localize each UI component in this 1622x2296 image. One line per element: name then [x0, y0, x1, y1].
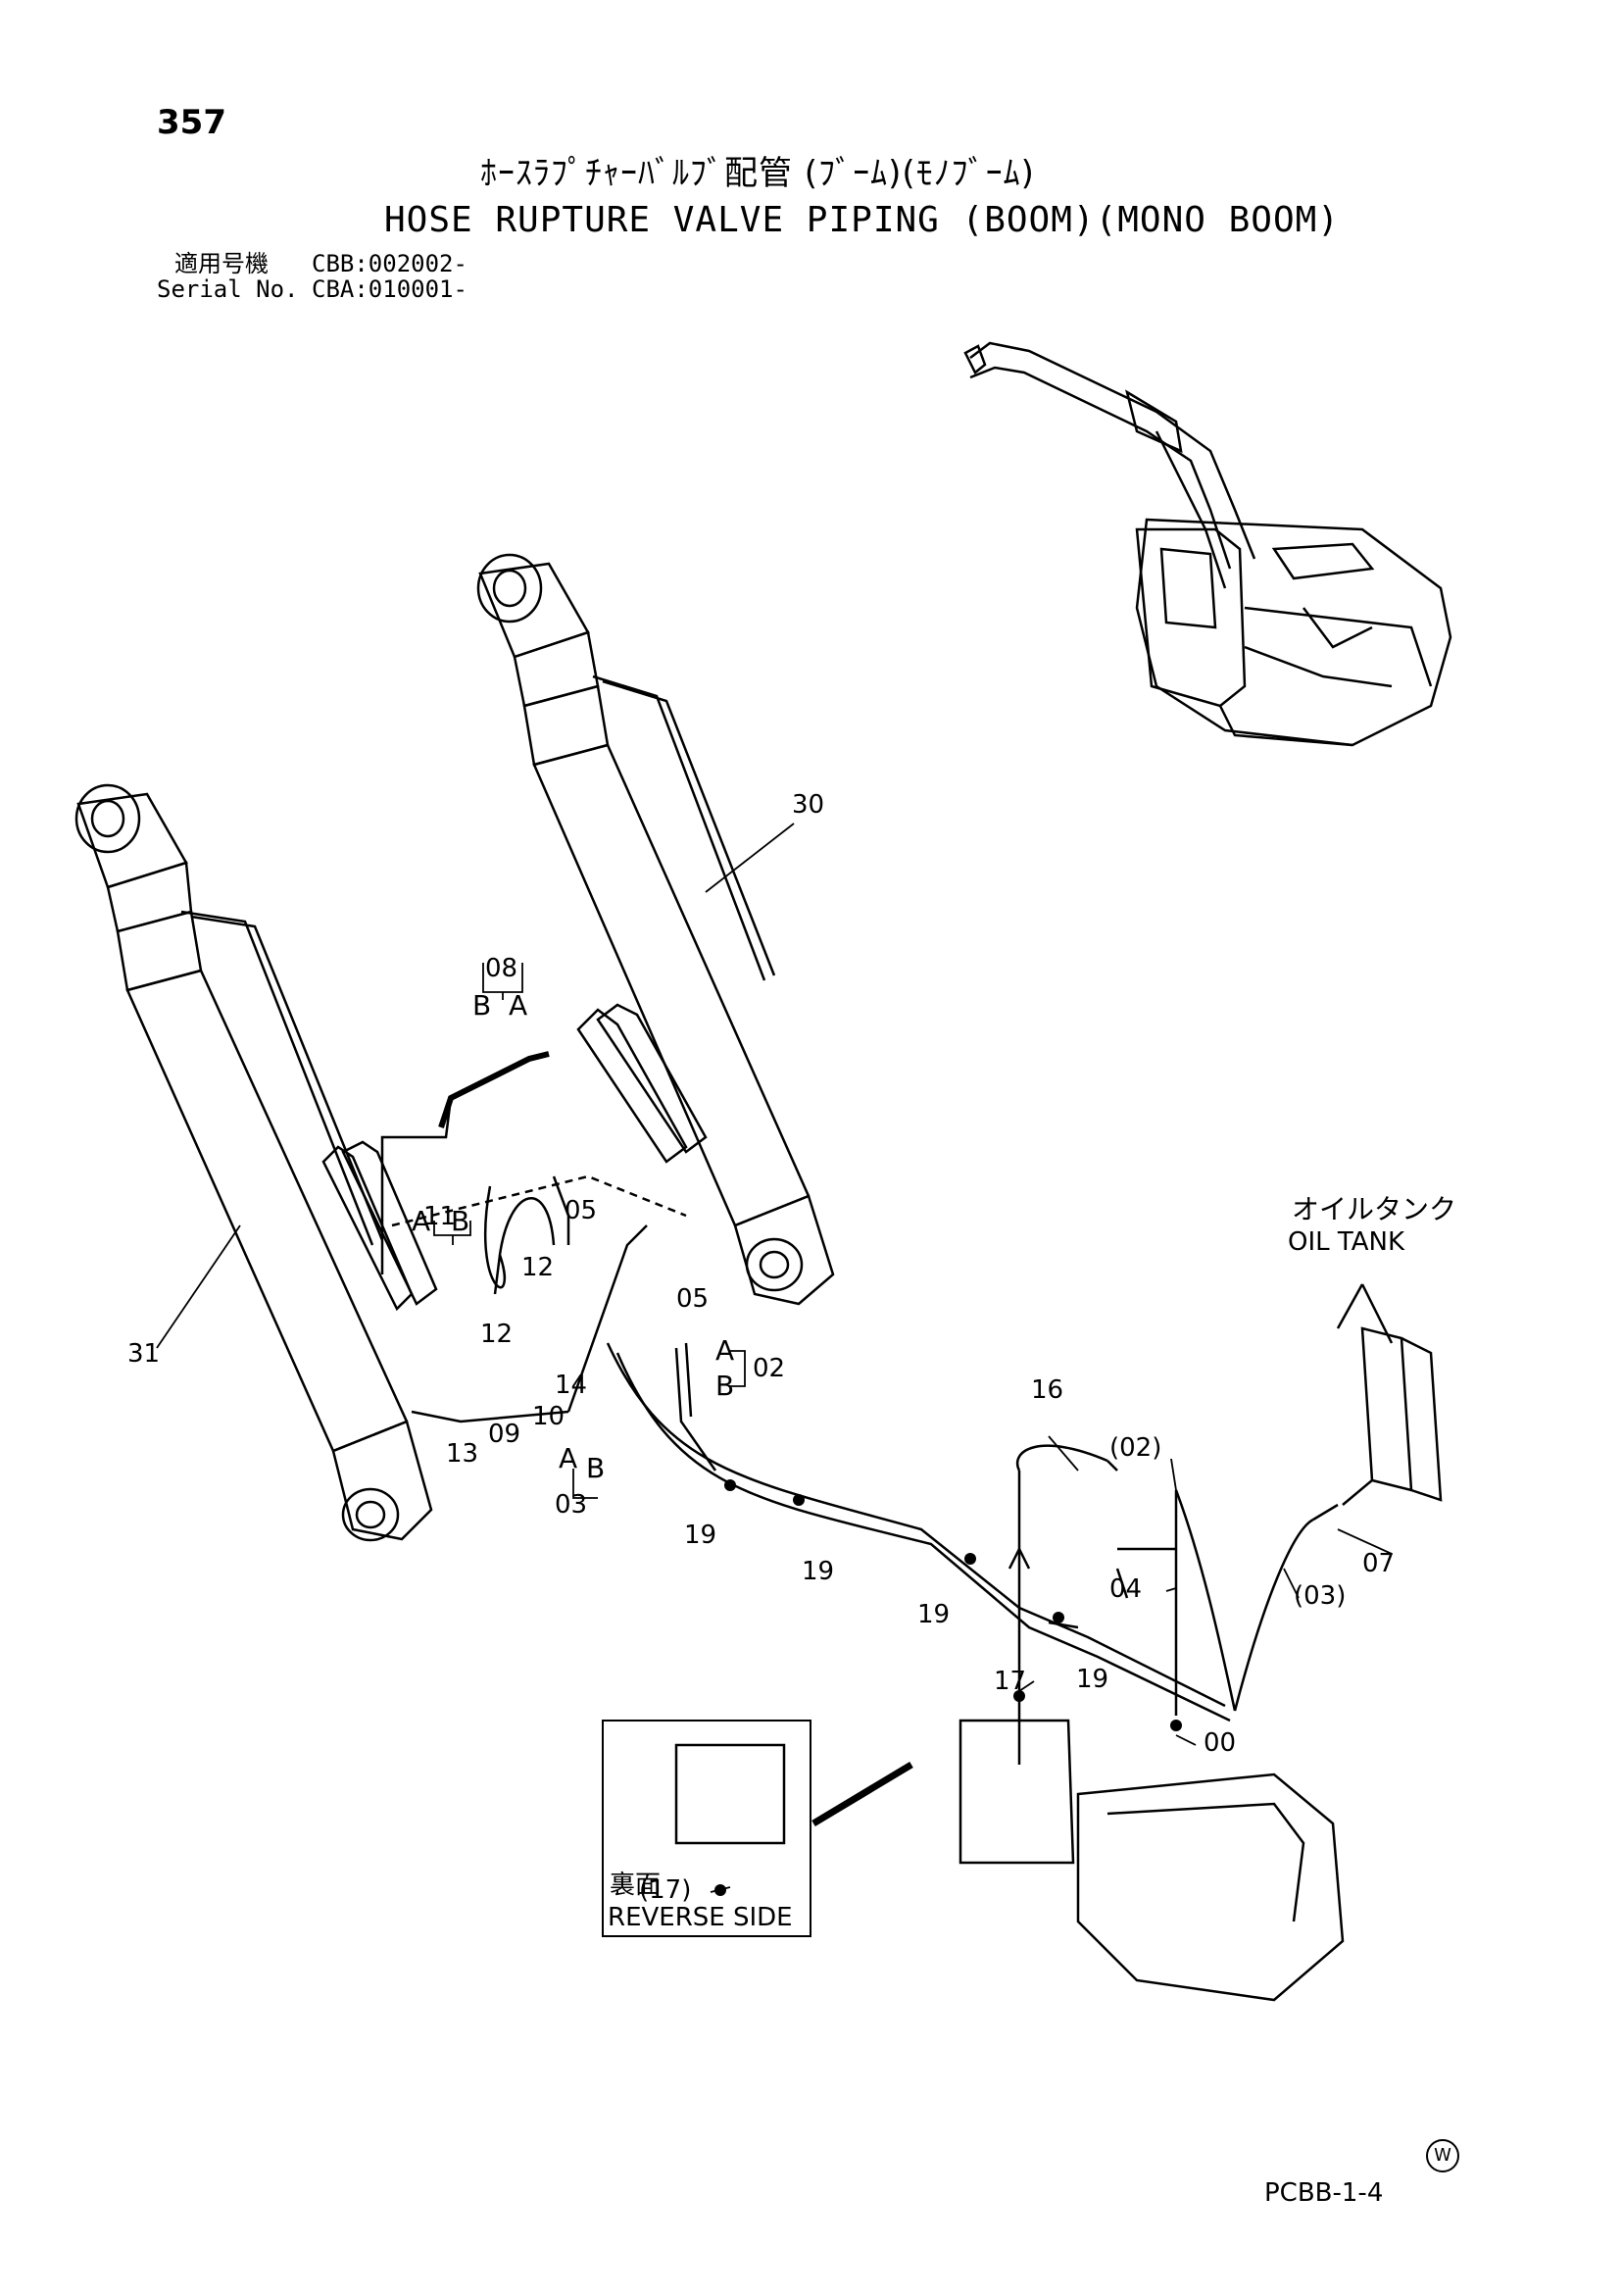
callout-04: 04	[1109, 1574, 1143, 1604]
callout-19c: 19	[917, 1600, 951, 1629]
oil-tank-detail	[1336, 1283, 1443, 1506]
reverse-side-label-en: REVERSE SIDE	[608, 1903, 793, 1932]
callout-09: 09	[488, 1420, 521, 1449]
clamps	[714, 1479, 1182, 1896]
port-b-02: B	[715, 1370, 735, 1402]
callout-17-ref: (17)	[639, 1875, 692, 1905]
callout-31: 31	[127, 1339, 161, 1369]
callout-14: 14	[555, 1371, 588, 1400]
callout-11: 11	[423, 1202, 457, 1231]
page-title-en: HOSE RUPTURE VALVE PIPING (BOOM)(MONO BO…	[384, 200, 1340, 240]
callout-03: 03	[555, 1490, 588, 1520]
port-b-11: B	[451, 1205, 470, 1237]
footer-code: PCBB-1-4	[1264, 2178, 1384, 2208]
callout-16: 16	[1031, 1375, 1064, 1405]
leader-lines	[156, 823, 1393, 1893]
port-a-02: A	[715, 1334, 735, 1367]
port-a-08: A	[509, 989, 528, 1022]
reverse-side-label-jp: 裏面	[610, 1871, 662, 1900]
page-title-jp: ﾎｰｽﾗﾌﾟﾁｬｰﾊﾞﾙﾌﾞ配管 (ﾌﾞｰﾑ)(ﾓﾉﾌﾞｰﾑ)	[480, 154, 1035, 193]
callout-05b: 05	[676, 1284, 710, 1314]
callout-10: 10	[532, 1402, 565, 1431]
callout-05a: 05	[565, 1196, 598, 1225]
callout-08: 08	[485, 954, 518, 983]
callout-19b: 19	[802, 1557, 835, 1586]
oil-tank-label-en: OIL TANK	[1288, 1227, 1405, 1257]
applicable-label: 適用号機	[174, 250, 269, 277]
callout-13: 13	[446, 1439, 479, 1469]
serial-label: Serial No.	[157, 275, 299, 303]
port-a-03: A	[559, 1442, 578, 1474]
port-a-11: A	[412, 1205, 431, 1237]
boom-cylinder-30	[476, 553, 835, 1306]
applicable-value: CBB:002002-	[312, 250, 467, 277]
reverse-side-box	[602, 1720, 811, 1937]
port-b-08: B	[472, 989, 492, 1022]
reverse-side-valve	[674, 1743, 786, 1845]
port-b-03: B	[586, 1452, 606, 1484]
callout-19d: 19	[1076, 1665, 1109, 1694]
watermark-w: W	[1426, 2139, 1459, 2172]
callout-02: 02	[753, 1354, 786, 1383]
oil-tank-label-jp: オイルタンク	[1292, 1193, 1457, 1225]
callout-03-ref: (03)	[1294, 1581, 1347, 1611]
callout-19a: 19	[684, 1521, 717, 1550]
callout-12b: 12	[480, 1320, 514, 1349]
callout-00: 00	[1204, 1728, 1237, 1758]
serial-value: CBA:010001-	[312, 275, 467, 303]
control-valve	[811, 1719, 1345, 2002]
piping	[380, 1051, 1339, 1765]
callout-30: 30	[792, 790, 825, 820]
callout-17: 17	[994, 1667, 1027, 1696]
callout-12a: 12	[521, 1253, 555, 1282]
excavator-overview	[963, 341, 1452, 747]
callout-07: 07	[1362, 1549, 1396, 1578]
page-number: 357	[157, 103, 226, 142]
callout-02-ref: (02)	[1109, 1433, 1162, 1463]
